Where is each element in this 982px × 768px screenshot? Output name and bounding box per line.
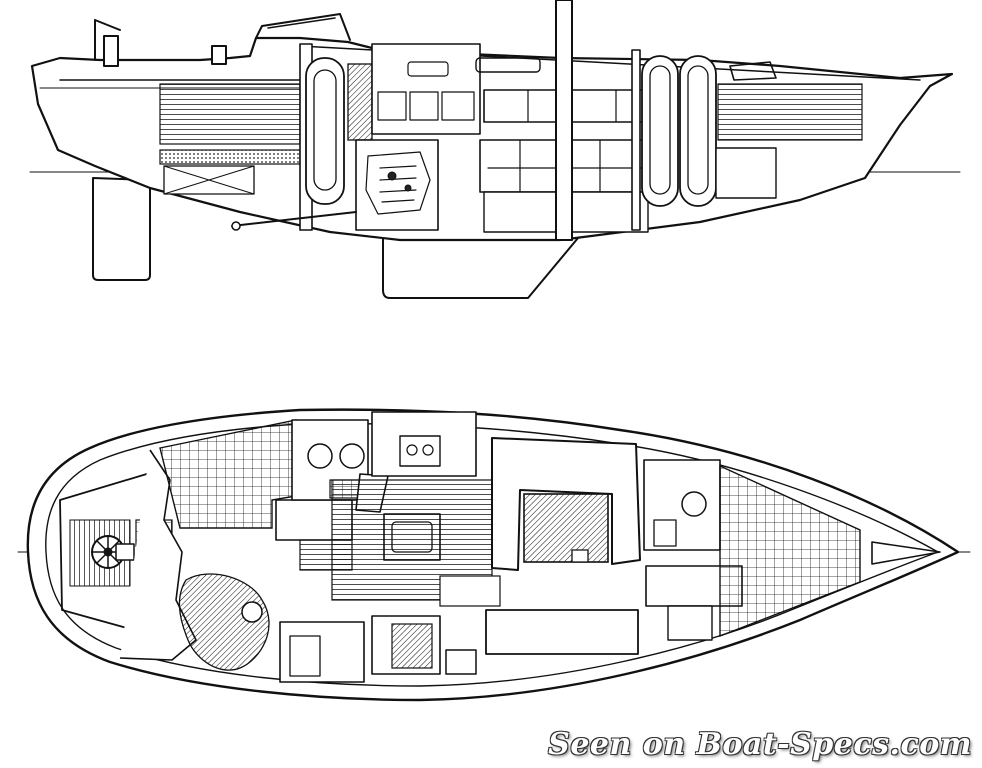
keel [382,237,579,299]
doghouse [255,13,351,41]
watermark: Seen on Boat-Specs.com [548,727,972,762]
plan-view [17,408,971,702]
u-settee [491,437,641,571]
profile-view [29,0,961,299]
engine [355,139,439,231]
mast [555,0,573,241]
rudder [92,177,151,281]
